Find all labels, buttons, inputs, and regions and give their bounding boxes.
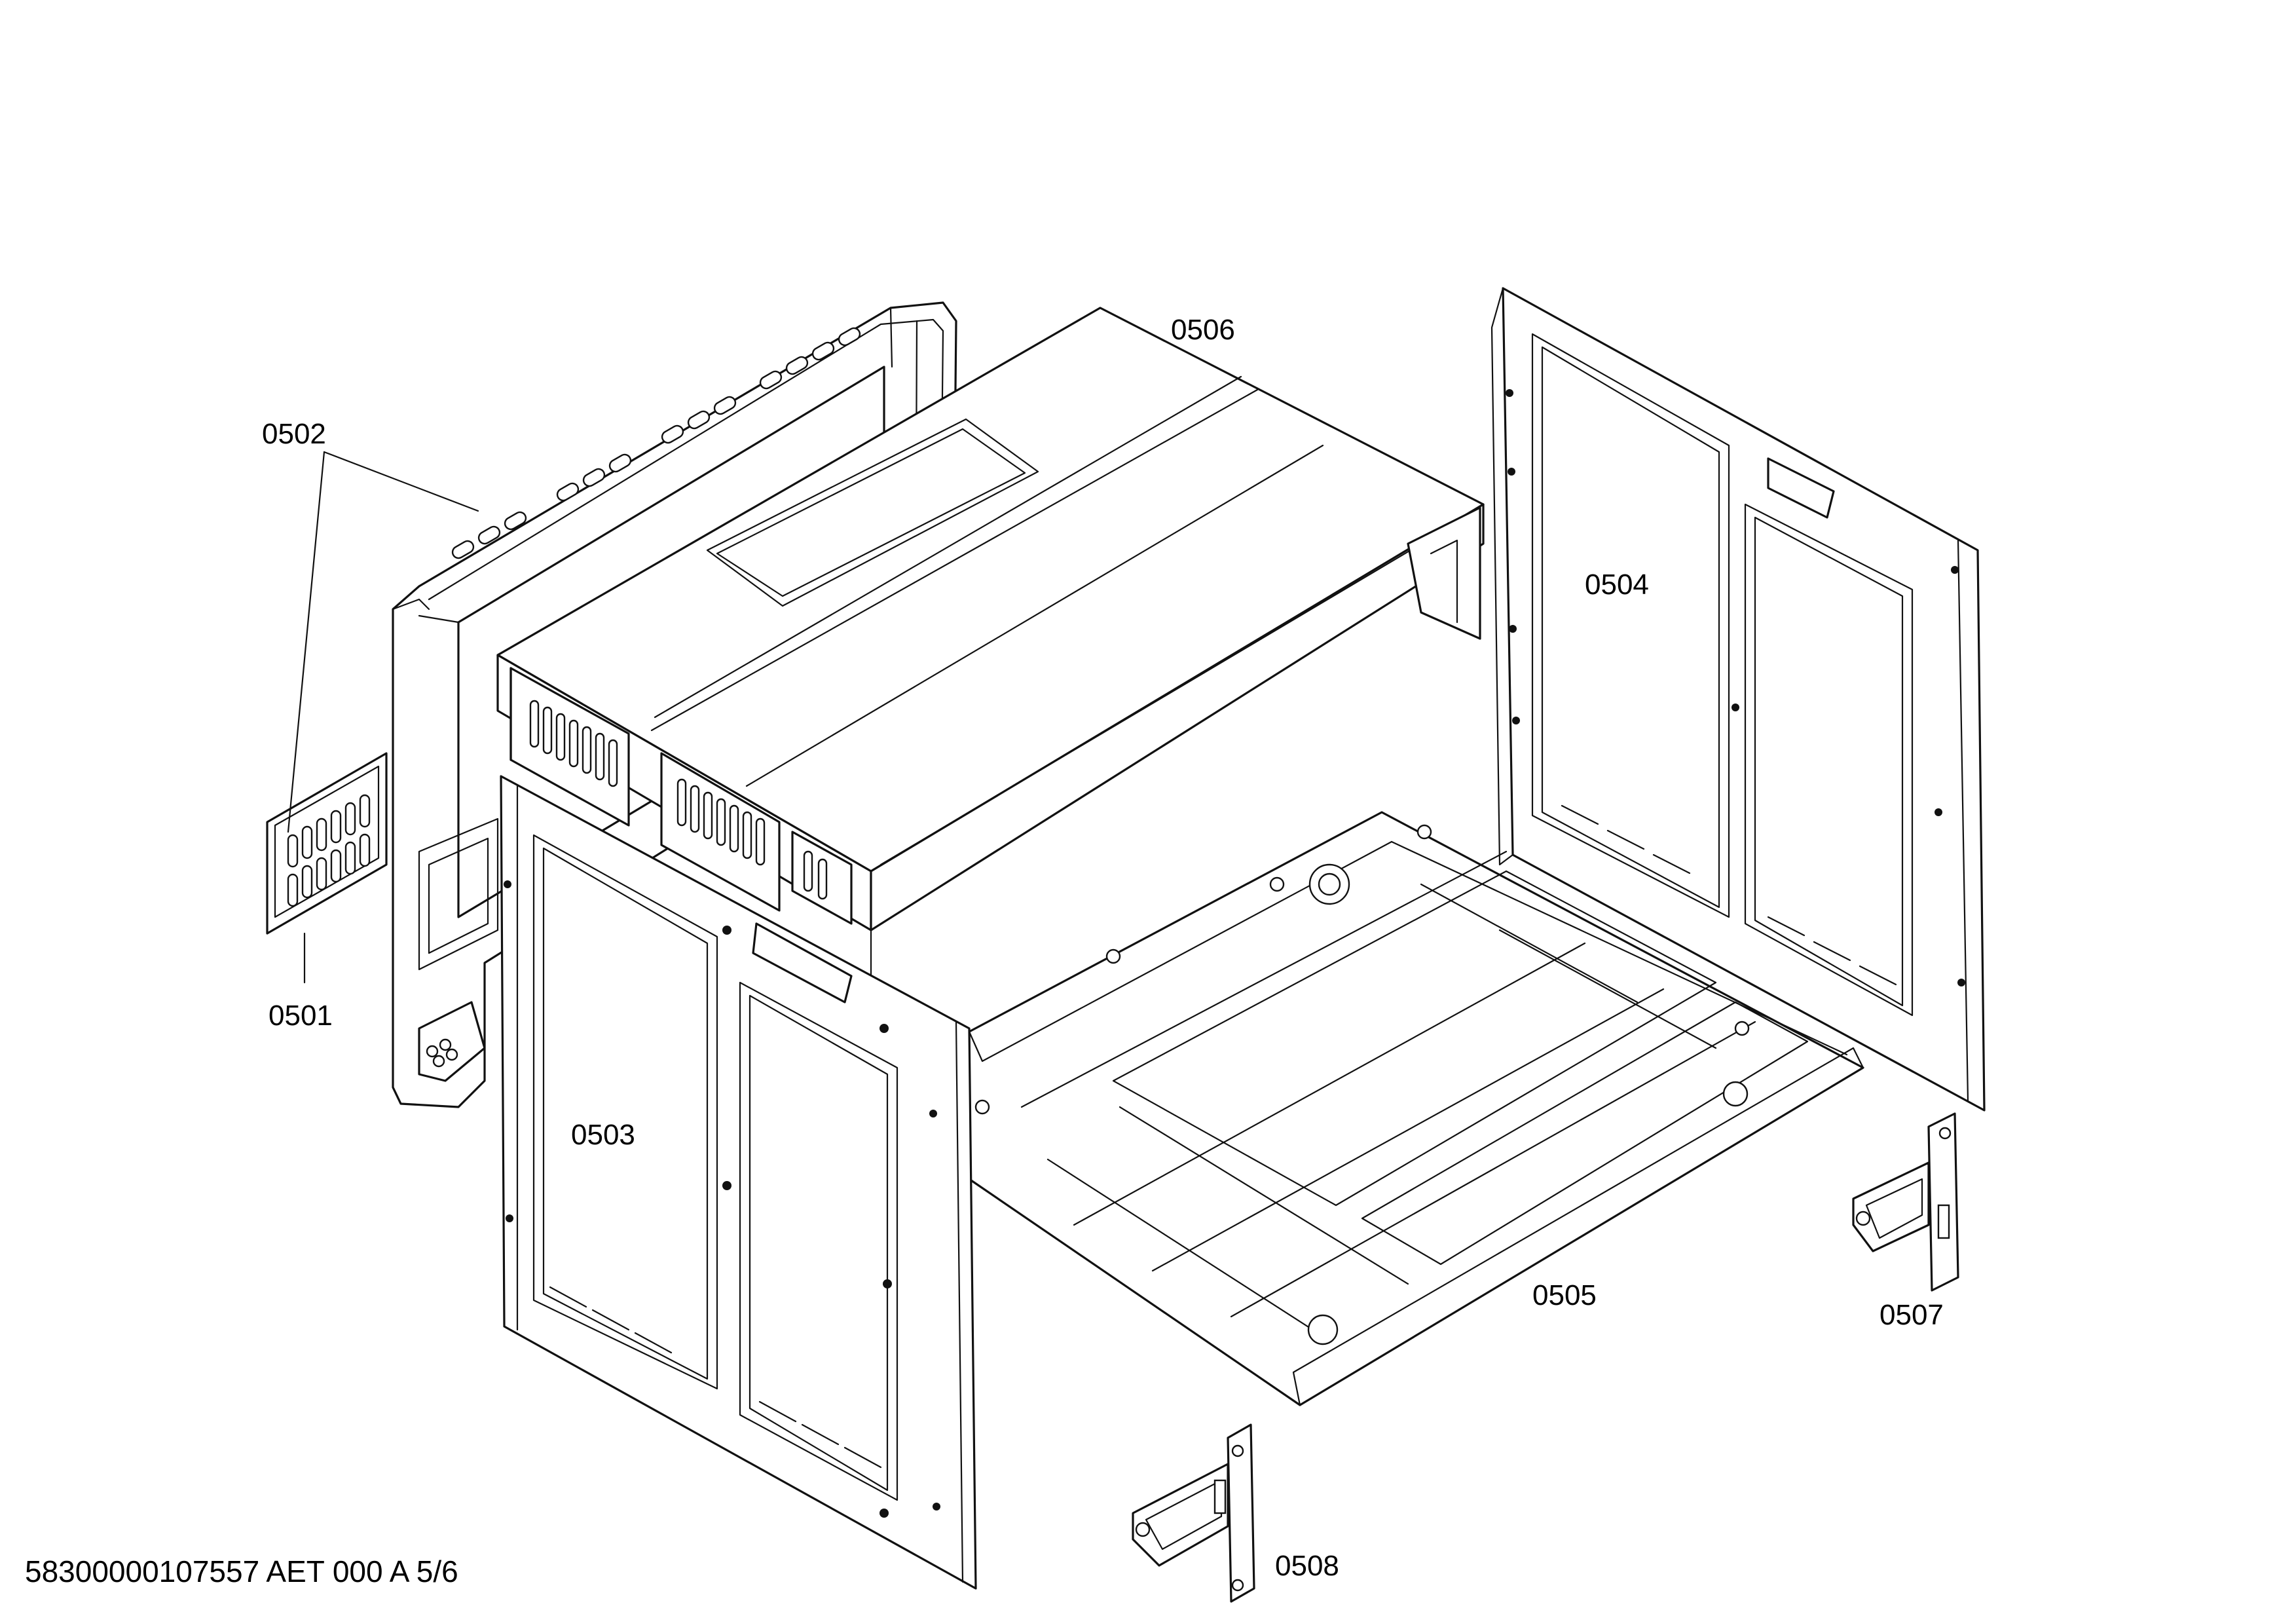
top-cover-front-grilles (509, 667, 853, 925)
part-0506-top-cover (496, 307, 1485, 977)
left-panel-mount-holes (504, 880, 940, 1518)
rear-frame-foot-holes (426, 1038, 458, 1068)
right-panel-bottom-slots (1561, 804, 1897, 986)
label-0503: 0503 (571, 1119, 635, 1151)
label-0507: 0507 (1879, 1299, 1944, 1331)
label-0501: 0501 (268, 1000, 333, 1032)
label-0504: 0504 (1585, 569, 1649, 601)
bottom-plate-holes (974, 824, 1750, 1345)
label-0502: 0502 (262, 418, 326, 450)
vent-plate-slots (287, 794, 371, 907)
document-code: 58300000107557 AET 000 A 5/6 (25, 1554, 458, 1588)
label-0505: 0505 (1532, 1279, 1597, 1311)
label-0506: 0506 (1171, 314, 1235, 346)
left-panel-bottom-slots (549, 1286, 882, 1469)
part-0507-bracket (1852, 1112, 1959, 1292)
part-labels: 0501 0502 0503 0504 0505 0506 0507 0508 (262, 314, 1944, 1582)
rear-frame-vent-slots (451, 327, 861, 559)
part-0503-left-side-panel (500, 775, 977, 1590)
part-0504-right-side-panel (1491, 287, 1986, 1112)
leader-lines (287, 451, 479, 984)
label-0508: 0508 (1275, 1550, 1339, 1582)
part-0501-vent-plate (266, 752, 388, 935)
right-panel-mount-holes (1506, 389, 1965, 986)
part-0508-bracket (1132, 1423, 1255, 1603)
